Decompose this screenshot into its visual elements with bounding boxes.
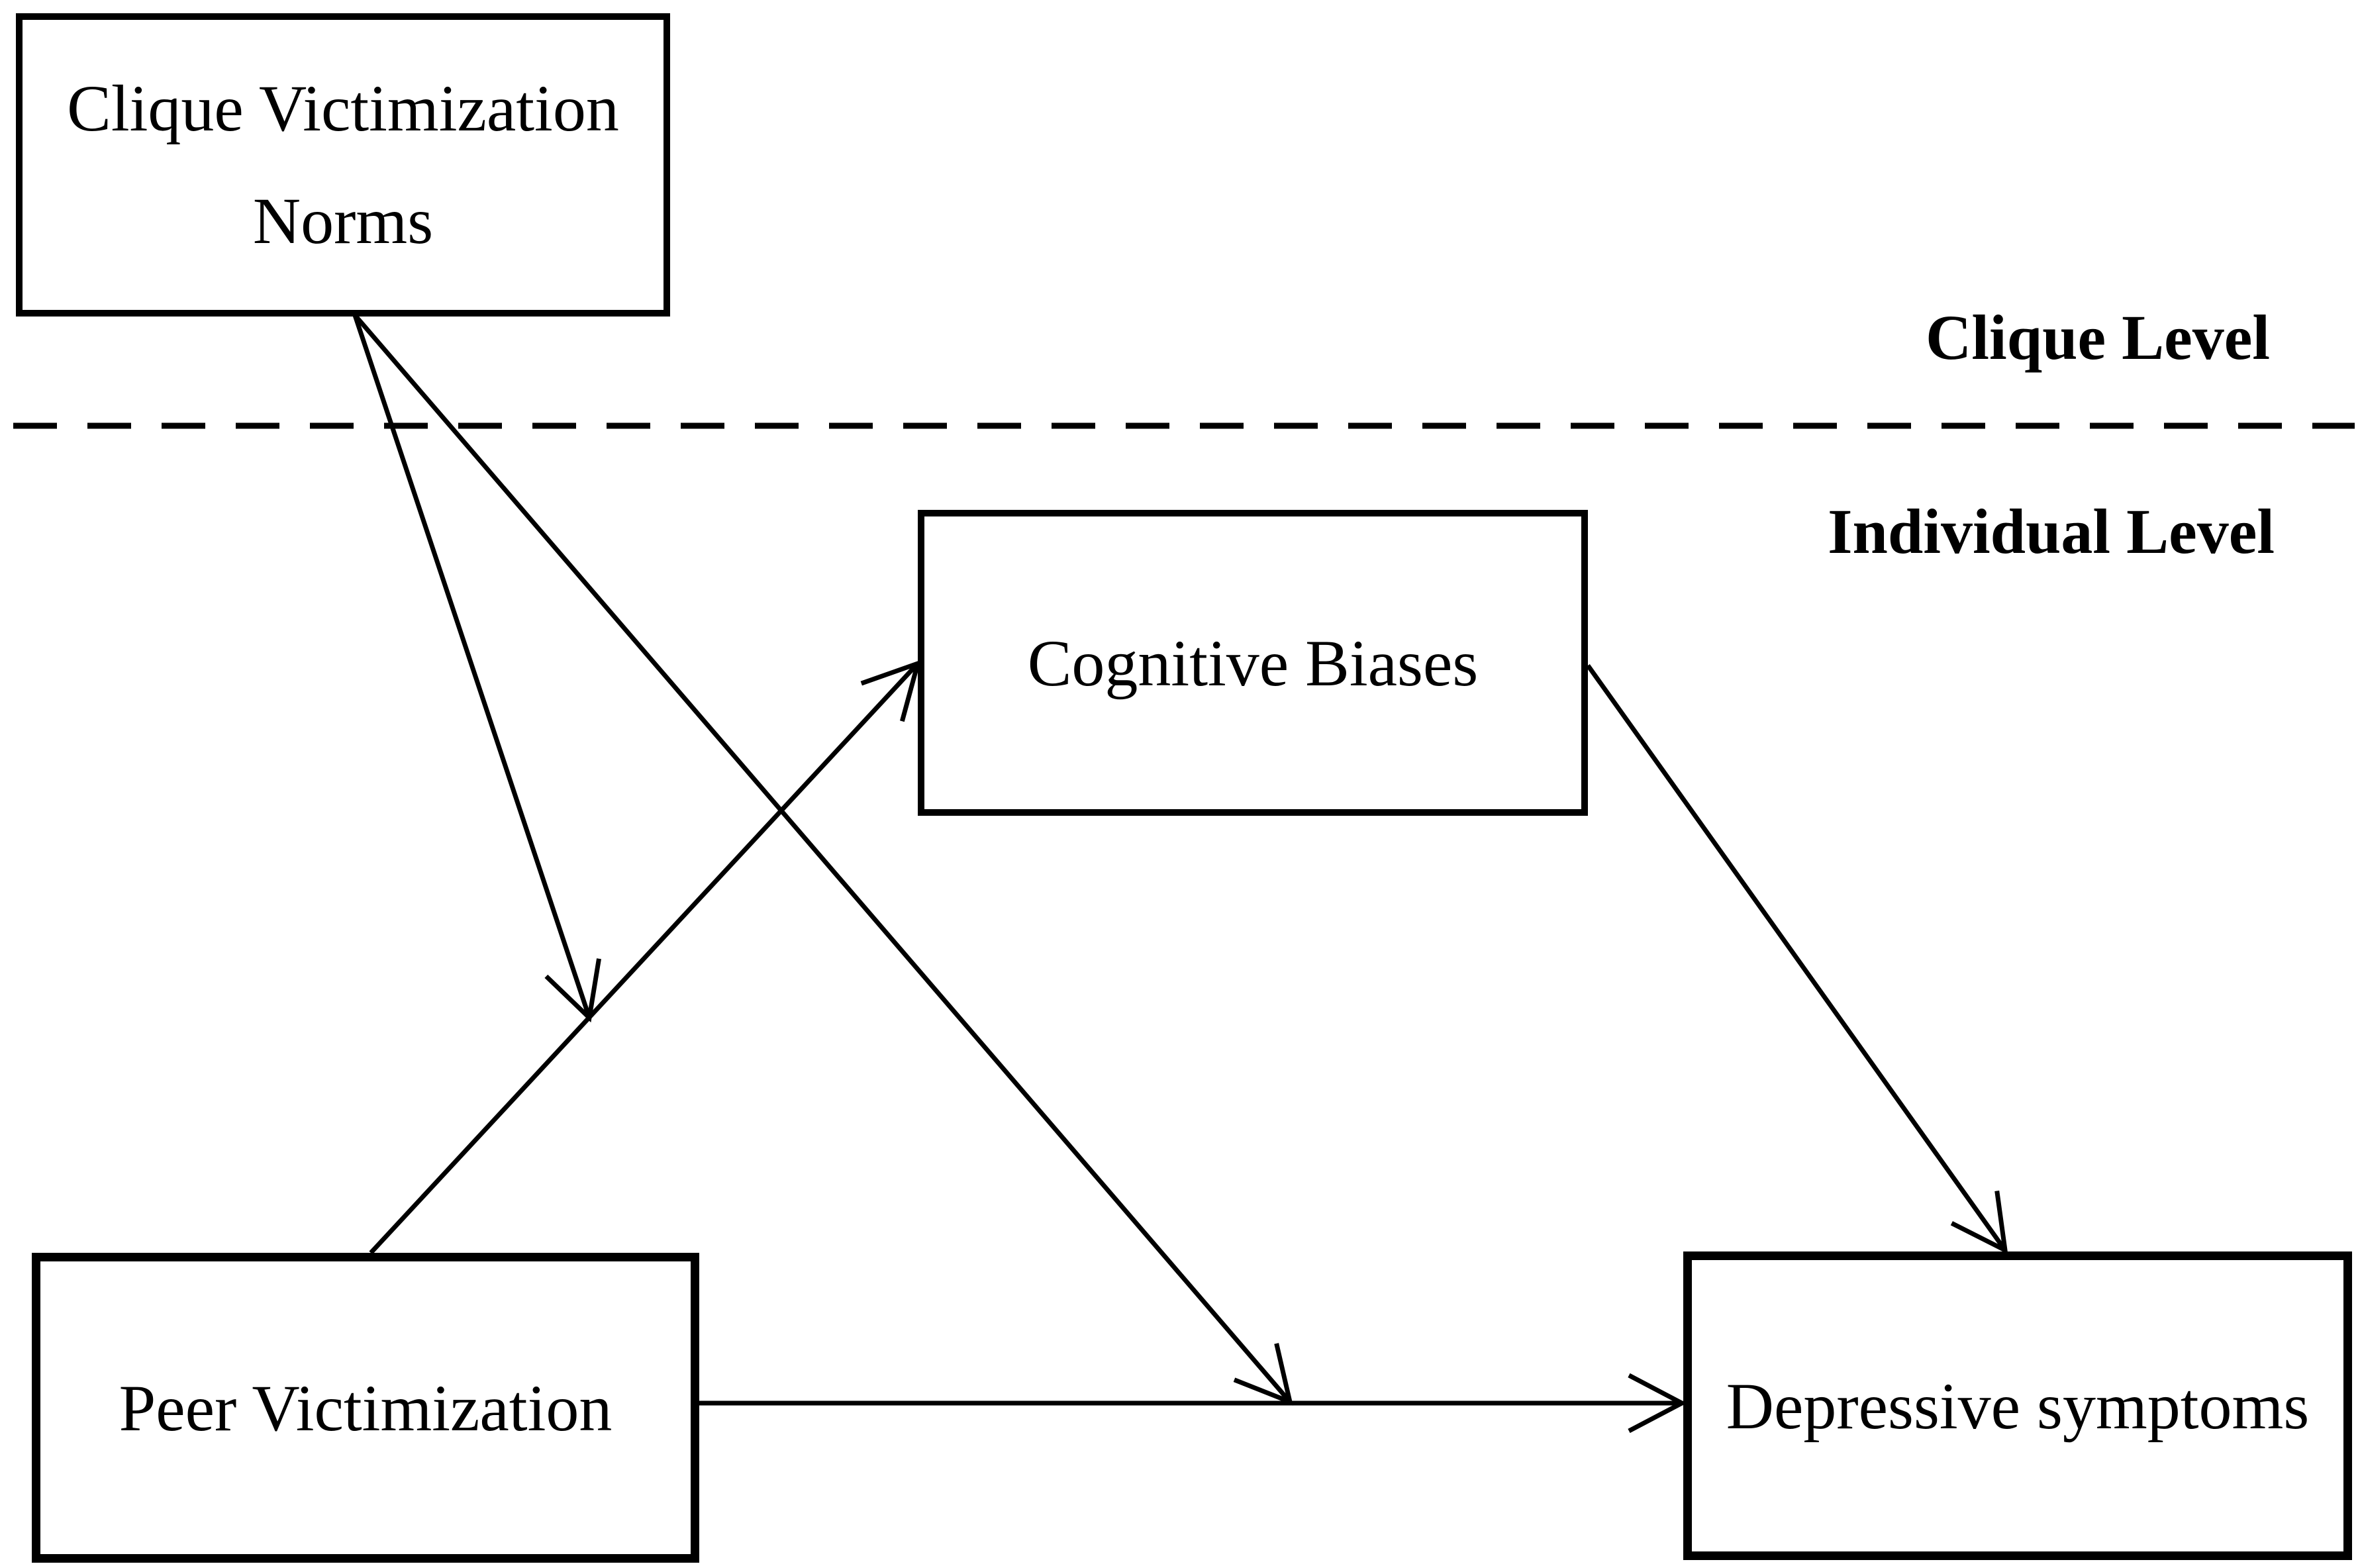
clique-level-label: Clique Level xyxy=(1926,302,2270,373)
box-clique-victimization-norms: Clique Victimization Norms xyxy=(16,13,670,317)
box-label: Depressive symptoms xyxy=(1726,1369,2310,1443)
box-label-line: Norms xyxy=(252,184,434,258)
box-label: Cognitive Biases xyxy=(1027,626,1479,700)
arrow-cognitive-to-depressive xyxy=(1586,663,2008,1255)
arrow-peer-to-cognitive xyxy=(369,660,922,1255)
individual-level-label: Individual Level xyxy=(1828,496,2275,567)
box-cognitive-biases: Cognitive Biases xyxy=(918,510,1588,816)
box-peer-victimization: Peer Victimization xyxy=(32,1253,699,1563)
box-depressive-symptoms: Depressive symptoms xyxy=(1683,1251,2352,1560)
arrow-norms-to-peer-cognitive-path xyxy=(352,314,601,1023)
box-label-line: Clique Victimization xyxy=(67,72,619,145)
arrow-norms-to-peer-depressive-path xyxy=(353,313,1293,1406)
box-label: Peer Victimization xyxy=(119,1371,613,1445)
